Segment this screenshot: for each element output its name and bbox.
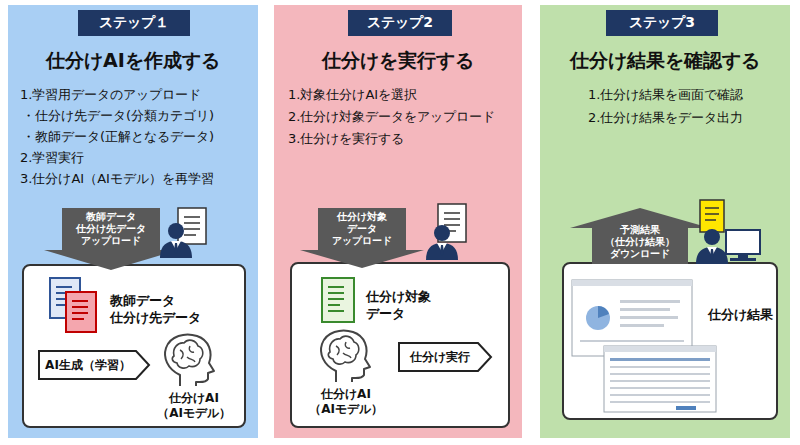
step-tab-label: ステップ2 (367, 14, 433, 32)
download-arrow-shape (570, 208, 710, 264)
step-tab: ステップ2 (348, 10, 452, 36)
process-box: 教師データ 仕分け先データ仕分けAI （AIモデル） AI生成（学習） (22, 264, 246, 428)
step-item: ・教師データ(正解となるデータ) (22, 128, 214, 146)
action-pentagon: 仕分け実行 (398, 342, 492, 372)
step-item: 1.仕分け結果を画面で確認 (588, 86, 743, 104)
upload-arrow: 教師データ 仕分け先データ アップロード (44, 208, 178, 270)
step-item: 2.仕分け対象データをアップロード (288, 108, 495, 126)
step-panel: 仕分けAIを作成する 1.学習用データのアップロード・仕分け先データ(分類カテゴリ… (8, 5, 258, 438)
action-pentagon-shape (399, 343, 491, 371)
step-item: ・仕分け先データ(分類カテゴリ) (22, 107, 214, 125)
action-pentagon-shape (39, 351, 149, 379)
upload-arrow-shape (300, 208, 424, 268)
step-item: 1.学習用データのアップロード (20, 86, 201, 104)
action-label: 仕分け実行 (410, 349, 470, 366)
arrow-label: 仕分け対象 データ アップロード (332, 211, 392, 247)
step-item: 3.仕分けを実行する (288, 130, 404, 148)
step-tab: ステップ3 (606, 10, 718, 36)
step-title: 仕分けを実行する (274, 48, 522, 72)
upload-arrow-shape (44, 208, 178, 270)
step-panel: 仕分け結果を確認する 1.仕分け結果を画面で確認 2.仕分け結果をデータ出力 ステップ… (540, 5, 790, 438)
step-item: 2.仕分け結果をデータ出力 (588, 109, 743, 127)
step-tab-label: ステップ１ (99, 14, 169, 32)
step-title: 仕分けAIを作成する (8, 48, 258, 72)
action-label: AI生成（学習） (45, 357, 131, 374)
process-box: 仕分け対象 データ仕分けAI （AIモデル） 仕分け実行 (290, 262, 510, 428)
step-item: 1.対象仕分けAIを選択 (288, 86, 417, 104)
ai-model-label: 仕分けAI （AIモデル） (309, 387, 383, 417)
ai-model-label: 仕分けAI （AIモデル） (157, 391, 231, 421)
data-label: 仕分け対象 データ (366, 288, 431, 322)
step-panel: 仕分けを実行する 1.対象仕分けAIを選択 2.仕分け対象データをアップロード 3.仕… (274, 5, 522, 438)
action-pentagon: AI生成（学習） (38, 350, 150, 380)
data-label: 教師データ 仕分け先データ (110, 292, 201, 326)
step-title: 仕分け結果を確認する (540, 48, 790, 72)
download-arrow: 予測結果 （仕分け結果） ダウンロード (570, 208, 710, 264)
arrow-label: 教師データ 仕分け先データ アップロード (76, 211, 146, 247)
step-item: 2.学習実行 (20, 149, 84, 167)
upload-arrow: 仕分け対象 データ アップロード (300, 208, 424, 268)
arrow-label: 予測結果 （仕分け結果） ダウンロード (605, 224, 675, 260)
step-tab-label: ステップ3 (629, 14, 695, 32)
step-item: 3.仕分けAI（AIモデル）を再学習 (20, 170, 214, 188)
step-tab: ステップ１ (78, 10, 190, 36)
result-label: 仕分け結果 (708, 306, 773, 323)
result-box: 仕分け結果 (562, 262, 778, 420)
